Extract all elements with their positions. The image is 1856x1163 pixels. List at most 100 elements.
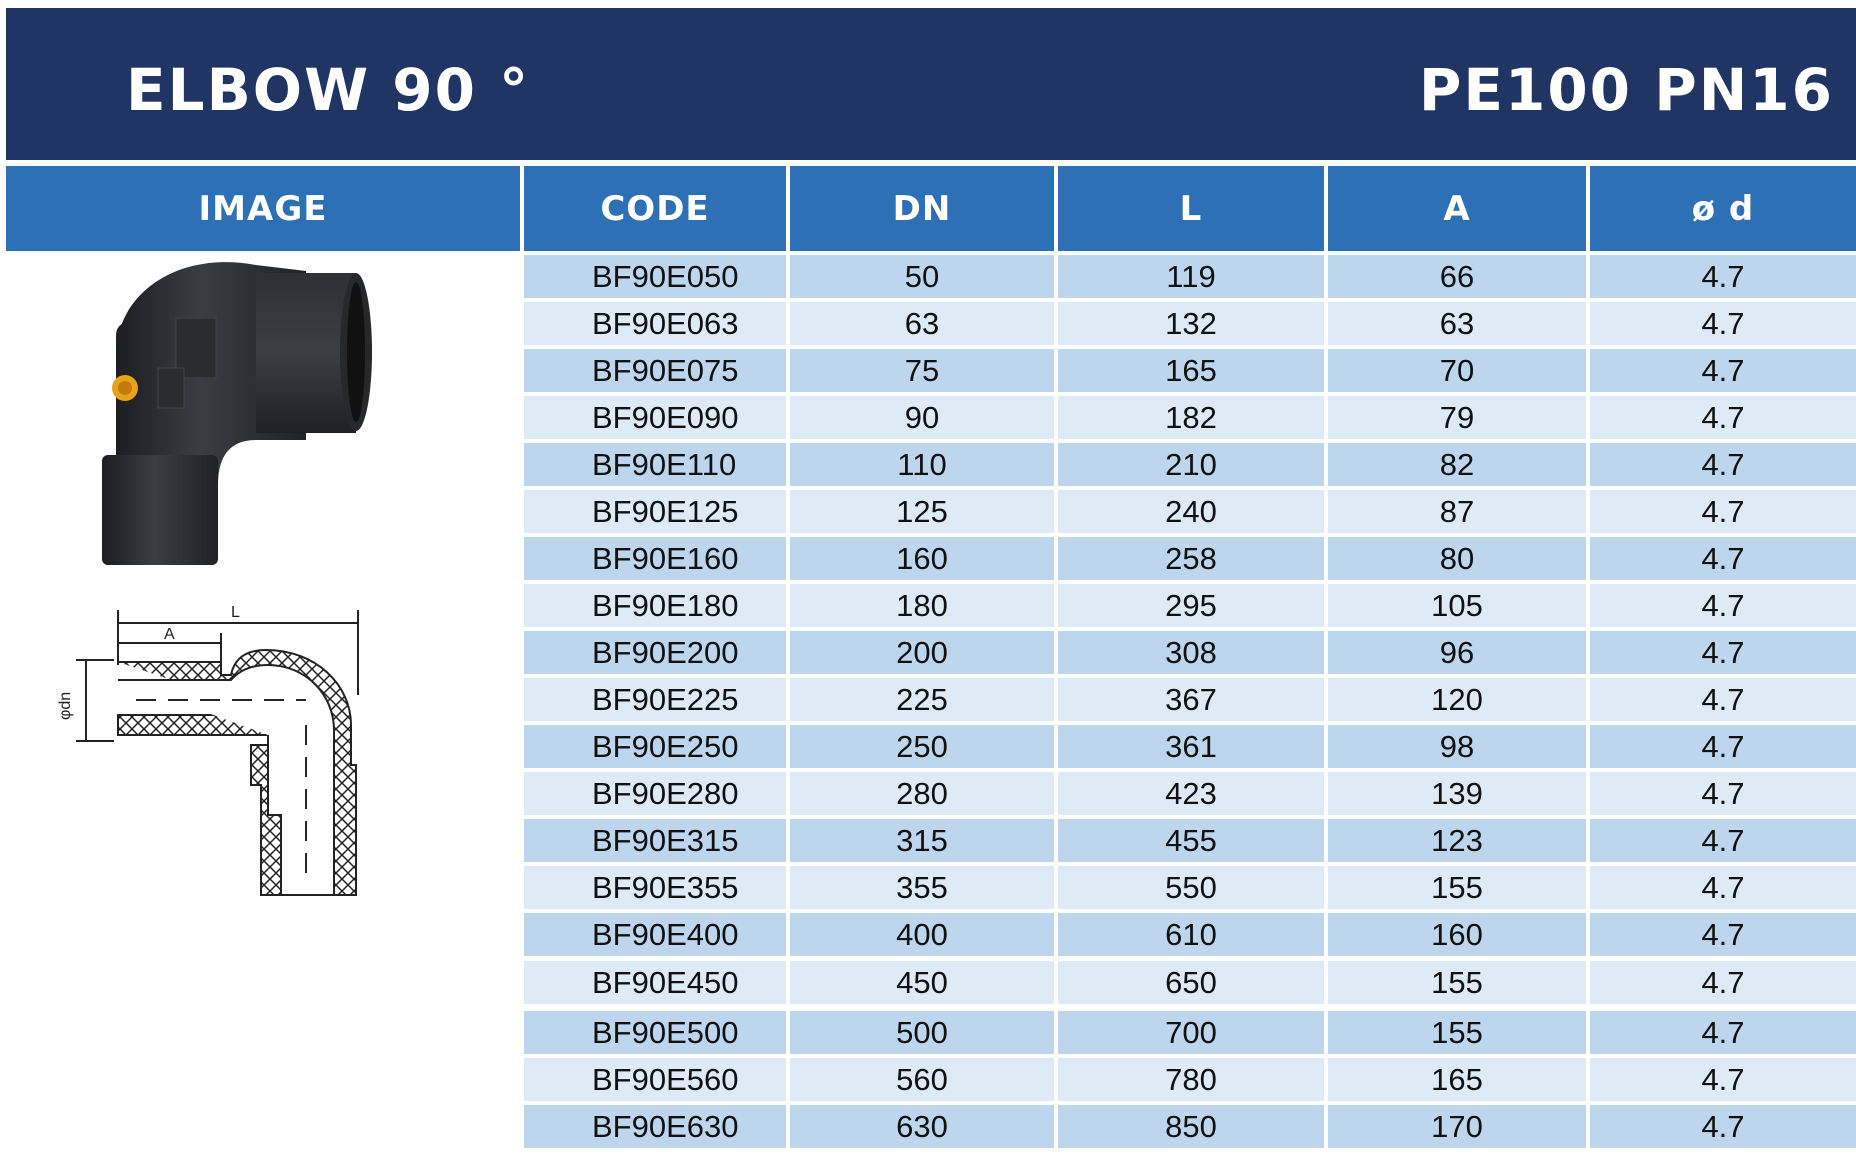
- a-cell: 82: [1328, 443, 1586, 486]
- l-cell: 165: [1058, 349, 1324, 392]
- code-cell: BF90E125: [524, 490, 786, 533]
- product-illustration: L A φdn: [57, 262, 372, 896]
- dn-cell: 225: [790, 678, 1054, 721]
- l-cell: 308: [1058, 631, 1324, 674]
- a-cell: 155: [1328, 1011, 1586, 1054]
- column-header-code: CODE: [524, 166, 786, 251]
- wall-thickness-cell: 4.7: [1590, 1058, 1856, 1101]
- wall-thickness-cell: 4.7: [1590, 961, 1856, 1004]
- code-cell: BF90E063: [524, 302, 786, 345]
- a-cell: 98: [1328, 725, 1586, 768]
- l-cell: 850: [1058, 1105, 1324, 1148]
- dn-cell: 280: [790, 772, 1054, 815]
- drawing-label-l: L: [231, 604, 240, 621]
- dn-cell: 110: [790, 443, 1054, 486]
- a-cell: 70: [1328, 349, 1586, 392]
- code-cell: BF90E560: [524, 1058, 786, 1101]
- wall-thickness-cell: 4.7: [1590, 584, 1856, 627]
- title-banner: ELBOW 90 ° PE100 PN16: [6, 8, 1856, 160]
- a-cell: 120: [1328, 678, 1586, 721]
- wall-thickness-cell: 4.7: [1590, 913, 1856, 956]
- code-cell: BF90E315: [524, 819, 786, 862]
- wall-thickness-cell: 4.7: [1590, 631, 1856, 674]
- column-header-a: A: [1328, 166, 1586, 251]
- a-cell: 123: [1328, 819, 1586, 862]
- dn-cell: 200: [790, 631, 1054, 674]
- a-cell: 139: [1328, 772, 1586, 815]
- a-cell: 170: [1328, 1105, 1586, 1148]
- wall-thickness-cell: 4.7: [1590, 396, 1856, 439]
- elbow-section-drawing: [76, 610, 359, 896]
- l-cell: 700: [1058, 1011, 1324, 1054]
- code-cell: BF90E500: [524, 1011, 786, 1054]
- l-cell: 550: [1058, 866, 1324, 909]
- l-cell: 132: [1058, 302, 1324, 345]
- dn-cell: 450: [790, 961, 1054, 1004]
- wall-thickness-cell: 4.7: [1590, 819, 1856, 862]
- code-cell: BF90E355: [524, 866, 786, 909]
- dn-cell: 125: [790, 490, 1054, 533]
- dn-cell: 63: [790, 302, 1054, 345]
- code-cell: BF90E200: [524, 631, 786, 674]
- code-cell: BF90E160: [524, 537, 786, 580]
- a-cell: 80: [1328, 537, 1586, 580]
- l-cell: 650: [1058, 961, 1324, 1004]
- l-cell: 455: [1058, 819, 1324, 862]
- code-cell: BF90E050: [524, 255, 786, 298]
- dn-cell: 560: [790, 1058, 1054, 1101]
- code-cell: BF90E630: [524, 1105, 786, 1148]
- a-cell: 96: [1328, 631, 1586, 674]
- dn-cell: 355: [790, 866, 1054, 909]
- l-cell: 780: [1058, 1058, 1324, 1101]
- dn-cell: 250: [790, 725, 1054, 768]
- a-cell: 105: [1328, 584, 1586, 627]
- a-cell: 66: [1328, 255, 1586, 298]
- dn-cell: 500: [790, 1011, 1054, 1054]
- l-cell: 361: [1058, 725, 1324, 768]
- column-header-image: IMAGE: [6, 166, 520, 251]
- l-cell: 210: [1058, 443, 1324, 486]
- l-cell: 182: [1058, 396, 1324, 439]
- product-image-panel: L A φdn: [6, 255, 520, 1158]
- drawing-label-a: A: [164, 626, 175, 643]
- dn-cell: 315: [790, 819, 1054, 862]
- code-cell: BF90E250: [524, 725, 786, 768]
- l-cell: 119: [1058, 255, 1324, 298]
- wall-thickness-cell: 4.7: [1590, 866, 1856, 909]
- code-cell: BF90E075: [524, 349, 786, 392]
- column-header-wall: ø d: [1590, 166, 1856, 251]
- code-cell: BF90E280: [524, 772, 786, 815]
- code-cell: BF90E110: [524, 443, 786, 486]
- wall-thickness-cell: 4.7: [1590, 1011, 1856, 1054]
- drawing-label-dn: φdn: [57, 692, 74, 720]
- code-cell: BF90E225: [524, 678, 786, 721]
- dn-cell: 50: [790, 255, 1054, 298]
- code-cell: BF90E090: [524, 396, 786, 439]
- product-title: ELBOW 90 °: [126, 56, 531, 124]
- wall-thickness-cell: 4.7: [1590, 349, 1856, 392]
- wall-thickness-cell: 4.7: [1590, 678, 1856, 721]
- wall-thickness-cell: 4.7: [1590, 537, 1856, 580]
- dn-cell: 90: [790, 396, 1054, 439]
- l-cell: 367: [1058, 678, 1324, 721]
- l-cell: 258: [1058, 537, 1324, 580]
- wall-thickness-cell: 4.7: [1590, 255, 1856, 298]
- a-cell: 155: [1328, 866, 1586, 909]
- code-cell: BF90E400: [524, 913, 786, 956]
